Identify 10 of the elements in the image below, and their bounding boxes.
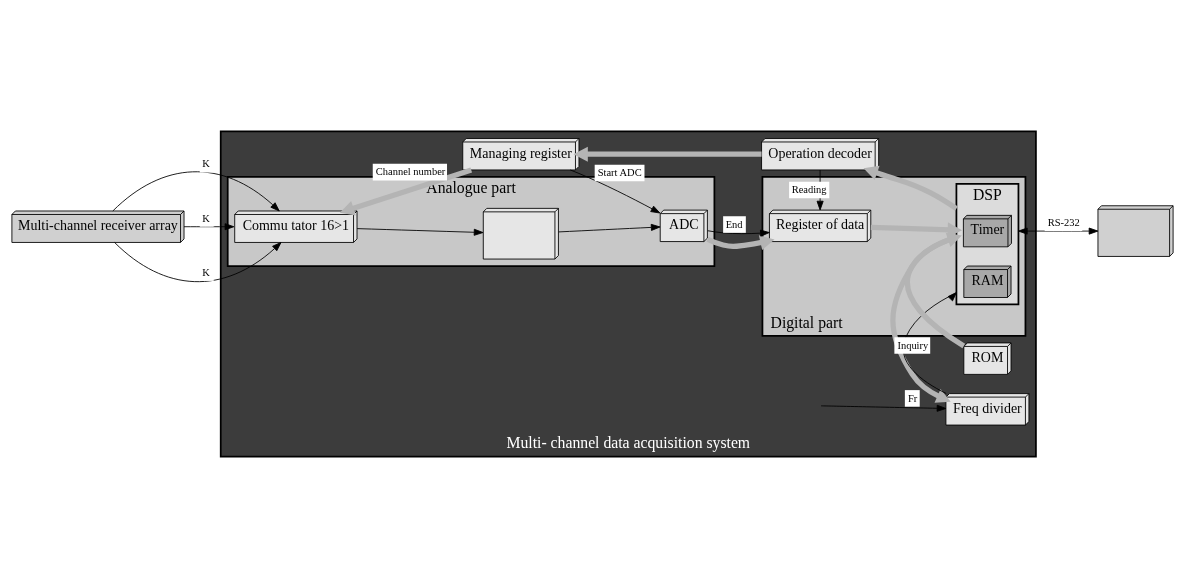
edge-label: Channel number <box>375 165 446 177</box>
edge-label: Inquiry <box>897 339 929 351</box>
edge-label: RS-232 <box>1047 216 1080 228</box>
edge-label: K <box>202 157 210 169</box>
edge-label: Start ADC <box>597 166 642 178</box>
edge-label: K <box>202 266 210 278</box>
edge-label: Reading <box>791 183 827 195</box>
edge-label: K <box>202 212 210 224</box>
edge-label: Fr <box>907 392 918 404</box>
edge-label: End <box>725 218 743 230</box>
